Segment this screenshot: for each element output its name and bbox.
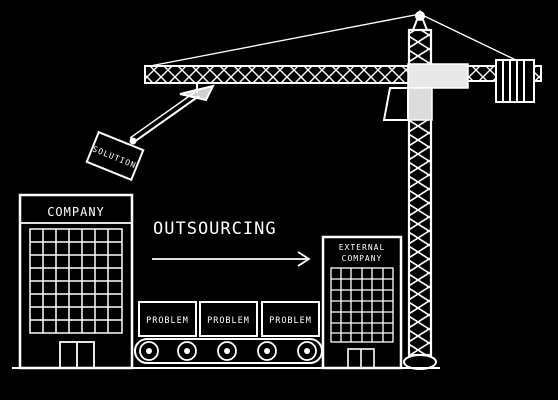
conveyor-wheel [217,341,237,361]
problem-label: PROBLEM [207,316,250,326]
crane-hoist-arm [129,83,215,145]
company-label: COMPANY [47,205,105,219]
crane-jib [144,65,410,84]
conveyor-wheel [177,341,197,361]
company-building: COMPANY [18,193,134,370]
crane-operator-cab [382,63,469,121]
crane-support-cables [149,13,521,67]
external-company-door [347,348,375,369]
tower-crane: SOLUTION [85,9,542,370]
external-window-grid [330,267,394,343]
company-door [59,341,95,369]
external-company-label-line2: COMPANY [342,254,383,263]
conveyor-wheel [139,341,159,361]
conveyor-wheel [297,341,317,361]
company-window-grid [29,228,123,334]
problem-label: PROBLEM [269,316,312,326]
problem-box: PROBLEM [261,301,320,337]
crane-base [403,354,437,370]
problem-box: PROBLEM [199,301,258,337]
outsourcing-label: OUTSOURCING [153,219,277,239]
crane-counterweight [495,59,535,103]
problem-label: PROBLEM [146,316,189,326]
problem-box: PROBLEM [138,301,197,337]
conveyor-wheel [257,341,277,361]
external-company-building: EXTERNAL COMPANY [321,235,403,370]
external-company-label-line1: EXTERNAL [339,243,386,252]
outsourcing-arrow [152,251,311,267]
